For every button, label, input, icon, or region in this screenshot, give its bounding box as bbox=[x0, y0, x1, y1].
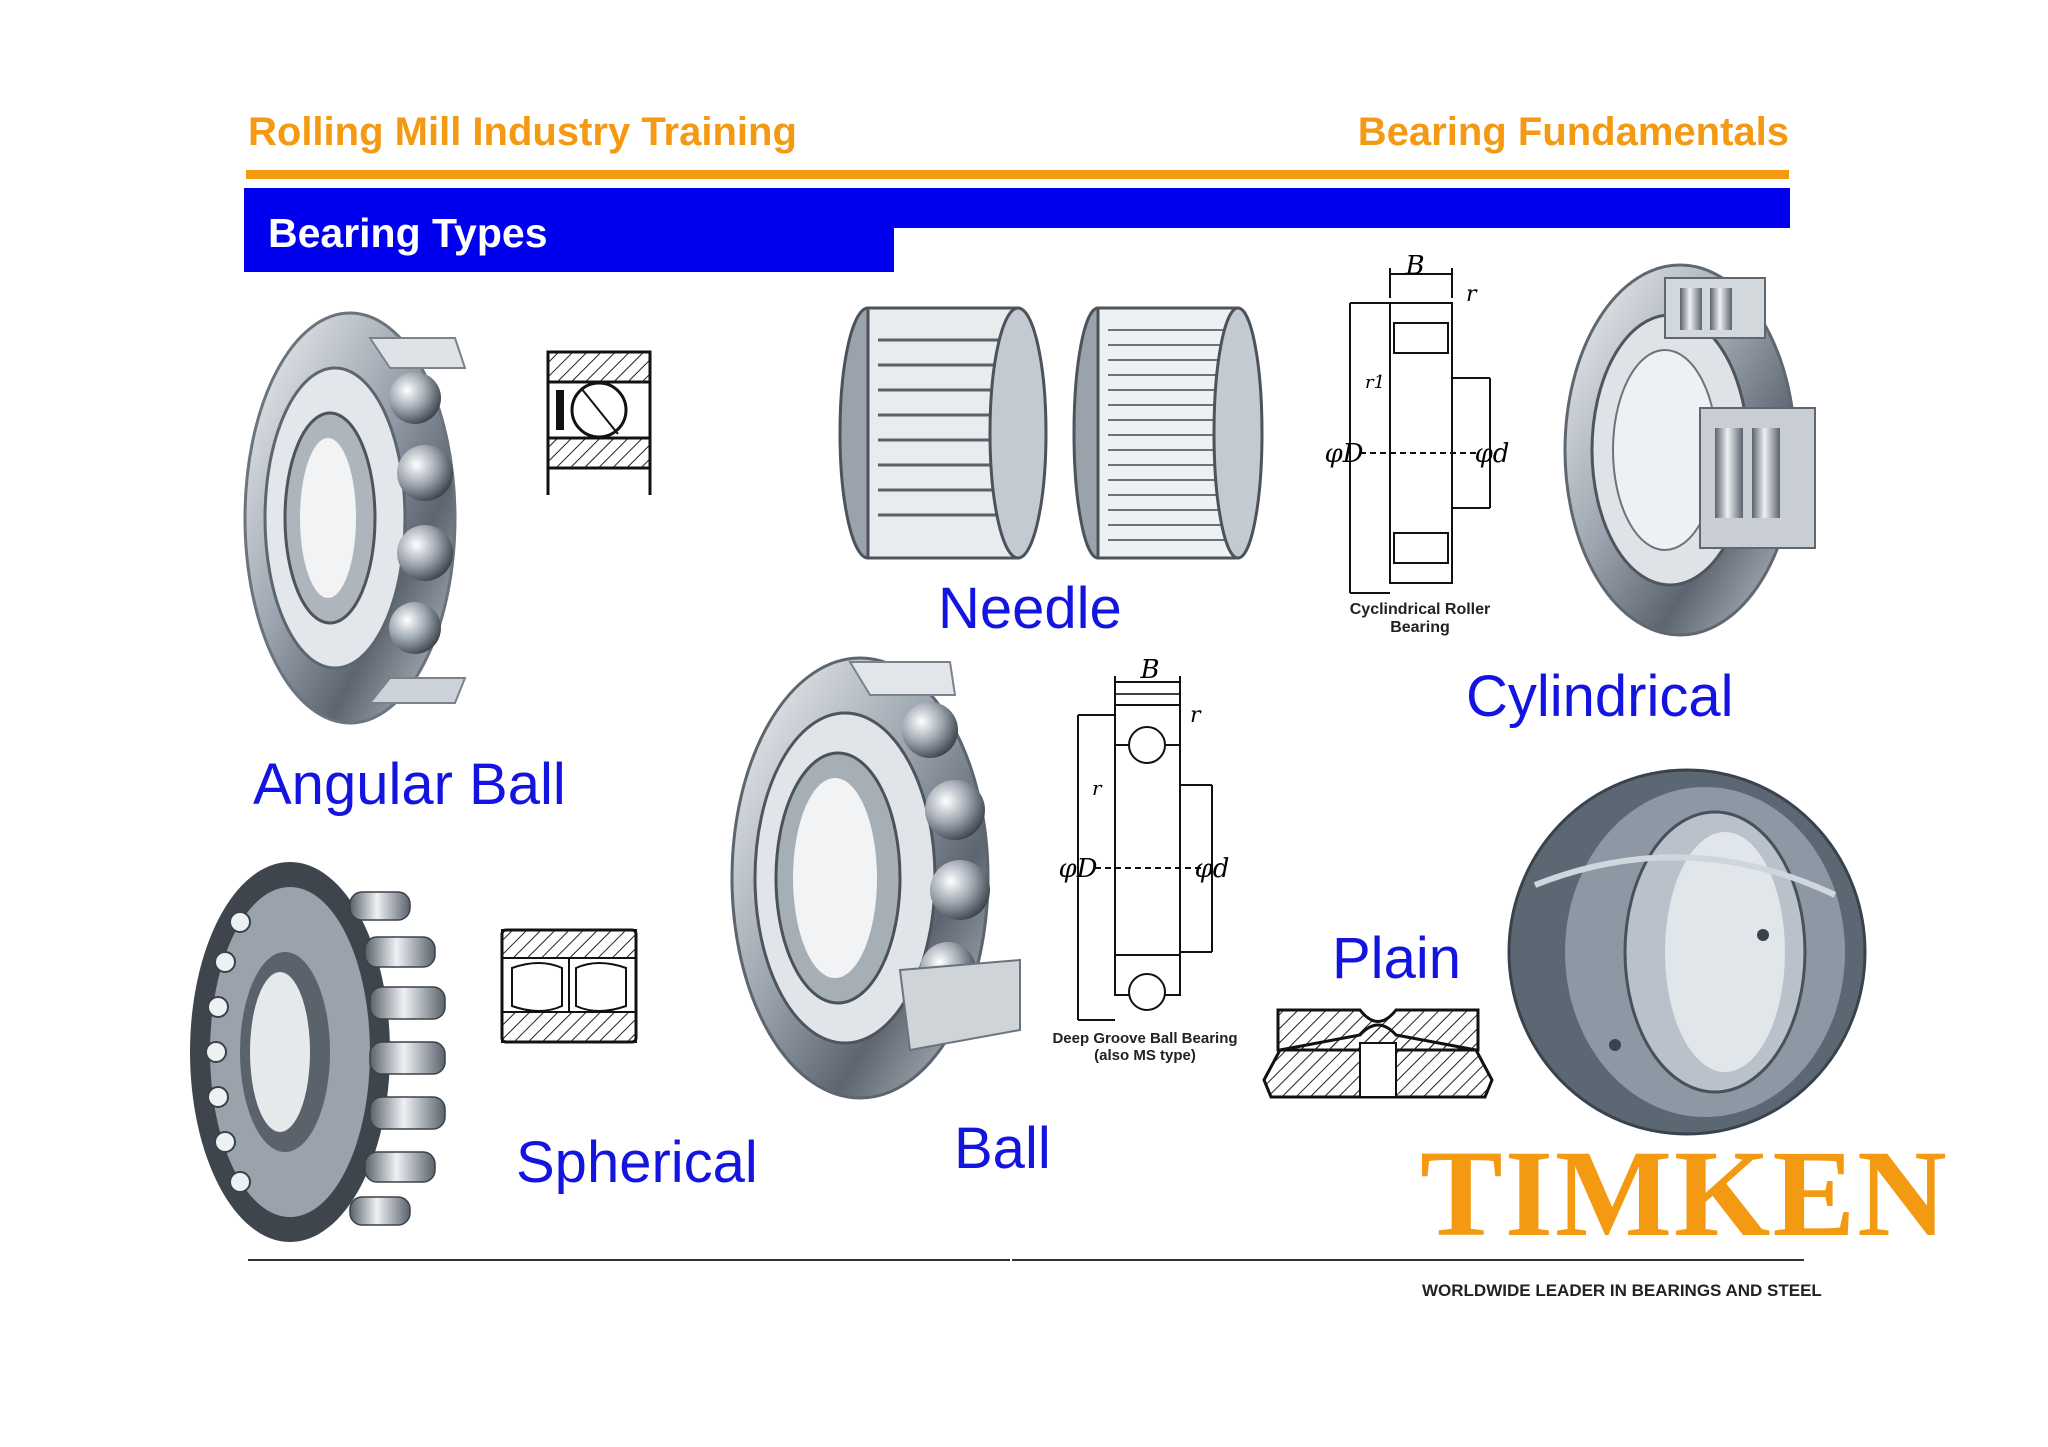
spherical-bearing-photo bbox=[190, 862, 446, 1242]
timken-logo: TIMKEN bbox=[1420, 1125, 1949, 1262]
groove-dim-b: B bbox=[1139, 655, 1159, 685]
cyl-dim-b: B bbox=[1404, 251, 1424, 281]
label-ball: Ball bbox=[954, 1116, 1051, 1181]
cyl-dim-r1: r1 bbox=[1365, 372, 1385, 393]
groove-dim-inner: φd bbox=[1195, 854, 1230, 884]
cyl-dim-outer: φD bbox=[1324, 439, 1363, 469]
deep-groove-caption-line1: Deep Groove Ball Bearing bbox=[1052, 1030, 1238, 1047]
header-divider bbox=[246, 170, 1789, 179]
needle-bearing-photo bbox=[838, 306, 1264, 560]
footer-rule-right bbox=[1012, 1259, 1804, 1261]
angular-ball-bearing-photo bbox=[243, 311, 467, 725]
label-spherical: Spherical bbox=[516, 1130, 758, 1195]
cylindrical-diagram-caption: Cyclindrical Roller Bearing bbox=[1320, 601, 1520, 638]
deep-groove-caption-line2: (also MS type) bbox=[1094, 1047, 1196, 1065]
cyl-dim-r: r bbox=[1466, 282, 1478, 307]
label-angular-ball: Angular Ball bbox=[253, 752, 566, 817]
label-plain: Plain bbox=[1332, 926, 1461, 991]
plain-bearing-photo bbox=[1507, 768, 1867, 1136]
deep-groove-diagram: B r r φD φd bbox=[1058, 655, 1230, 1021]
groove-dim-r: r bbox=[1190, 703, 1202, 728]
ball-bearing-photo bbox=[730, 656, 1021, 1100]
header-right-title: Bearing Fundamentals bbox=[1357, 110, 1789, 154]
groove-dim-r-side: r bbox=[1092, 776, 1103, 800]
section-tab bbox=[244, 188, 894, 272]
cylindrical-roller-diagram: B r r1 φD φd bbox=[1324, 251, 1510, 594]
spherical-cross-section-icon bbox=[500, 928, 638, 1044]
label-needle: Needle bbox=[938, 576, 1122, 641]
deep-groove-caption: Deep Groove Ball Bearing (also MS type) bbox=[1040, 1030, 1250, 1065]
angular-ball-cross-section-icon bbox=[546, 350, 652, 495]
cylindrical-caption-line1: Cyclindrical Roller bbox=[1349, 601, 1491, 618]
cylindrical-caption-line2: Bearing bbox=[1390, 619, 1450, 637]
section-title: Bearing Types bbox=[268, 210, 548, 256]
header-left-title: Rolling Mill Industry Training bbox=[248, 110, 797, 154]
plain-cross-section-icon bbox=[1262, 1008, 1494, 1099]
cylindrical-bearing-photo bbox=[1563, 263, 1816, 637]
label-cylindrical: Cylindrical bbox=[1466, 664, 1734, 729]
footer-rule-left bbox=[248, 1259, 1010, 1261]
cyl-dim-inner: φd bbox=[1475, 439, 1510, 469]
groove-dim-outer: φD bbox=[1058, 854, 1097, 884]
footer-tagline: WORLDWIDE LEADER IN BEARINGS AND STEEL bbox=[1422, 1281, 1822, 1300]
